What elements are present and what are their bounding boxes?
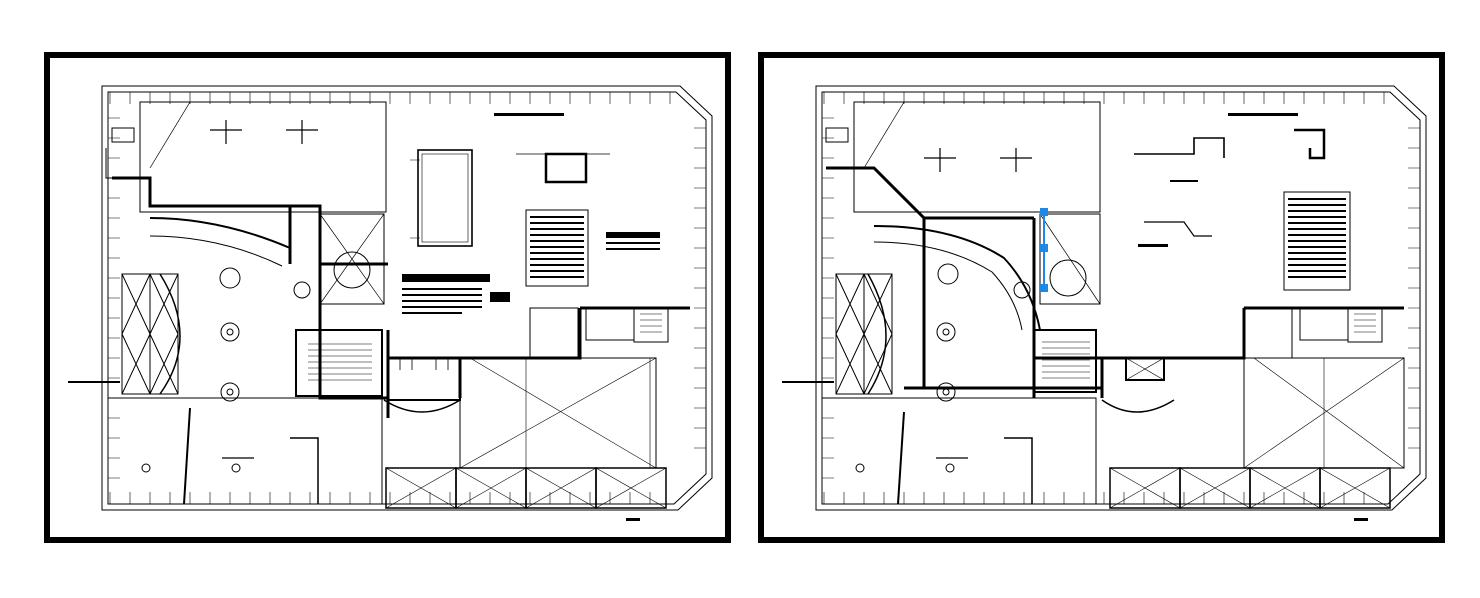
perimeter-columns bbox=[108, 92, 706, 504]
drawing-title-bar bbox=[494, 113, 564, 116]
tank-detail bbox=[1294, 128, 1326, 160]
floor-plan-drawing bbox=[782, 85, 1427, 521]
restroom-block bbox=[387, 357, 461, 401]
legend-table bbox=[1283, 191, 1351, 291]
braced-columns bbox=[835, 273, 893, 395]
building-outline bbox=[101, 85, 713, 511]
floor-plan-drawing bbox=[68, 85, 713, 521]
floor-plan-sheet-left bbox=[44, 52, 731, 543]
bottom-bays bbox=[1109, 467, 1391, 509]
elevator-shaft bbox=[319, 213, 385, 305]
perimeter-columns bbox=[822, 92, 1420, 504]
legend-table bbox=[525, 209, 589, 287]
lower-office bbox=[107, 397, 383, 505]
selected-wall-segment[interactable] bbox=[1040, 208, 1048, 292]
elevator-shaft bbox=[1039, 213, 1101, 305]
round-fixtures bbox=[936, 259, 1087, 402]
building-outline bbox=[815, 85, 1427, 511]
stair-core bbox=[1033, 329, 1097, 393]
round-fixtures bbox=[219, 251, 371, 402]
drawing-title-bar bbox=[1228, 113, 1298, 116]
notes-header bbox=[402, 274, 490, 282]
legend-rows bbox=[530, 216, 584, 278]
pool-plan bbox=[417, 149, 473, 247]
stair-core bbox=[295, 329, 383, 397]
upper-hall bbox=[853, 101, 1101, 213]
legend-rows bbox=[1288, 198, 1346, 278]
pool-section bbox=[544, 152, 588, 184]
upper-hall bbox=[139, 101, 387, 213]
bottom-bays bbox=[385, 467, 667, 509]
braced-columns bbox=[121, 273, 181, 395]
section-detail bbox=[1134, 137, 1225, 158]
curved-corridor bbox=[149, 217, 291, 249]
lower-office bbox=[821, 397, 1097, 505]
schedule-header bbox=[606, 232, 660, 238]
curved-corridor bbox=[873, 225, 1041, 331]
restroom-block bbox=[1125, 357, 1165, 381]
floor-plan-sheet-right bbox=[758, 52, 1445, 543]
